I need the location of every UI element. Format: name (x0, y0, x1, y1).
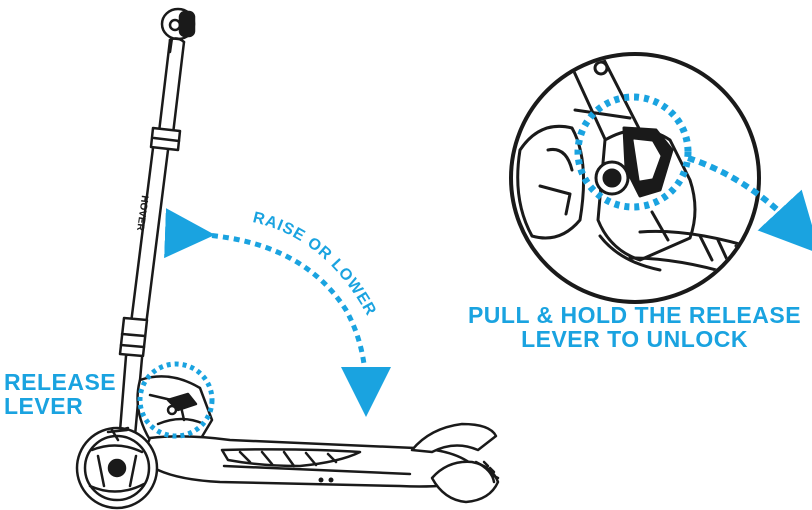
zoom-lever-highlight (574, 93, 692, 211)
deck (145, 435, 480, 488)
handlebar-brand: HOVER (134, 195, 150, 233)
raise-lower-arrow (164, 208, 391, 417)
unlock-instruction-line-2: LEVER TO UNLOCK (521, 326, 748, 352)
release-lever-label: RELEASE LEVER (4, 370, 124, 418)
handlebar-grip (160, 7, 196, 54)
pull-direction-arrow (687, 155, 812, 255)
release-lever-label-line-1: RELEASE (4, 369, 117, 395)
upper-steering-tube (157, 37, 186, 136)
rear-fender (410, 422, 498, 454)
unlock-instruction: PULL & HOLD THE RELEASE LEVER TO UNLOCK (462, 303, 807, 351)
height-clamp (149, 126, 182, 152)
fork-collar (118, 316, 149, 358)
raise-or-lower-label: RAISE OR LOWER (251, 209, 379, 319)
unlock-instruction-line-1: PULL & HOLD THE RELEASE (467, 302, 802, 328)
zoom-detail (509, 52, 812, 304)
front-wheel (75, 426, 159, 510)
zoom-hinge-detail (516, 56, 757, 286)
release-lever-label-line-2: LEVER (4, 393, 84, 419)
rear-wheel (430, 460, 500, 504)
